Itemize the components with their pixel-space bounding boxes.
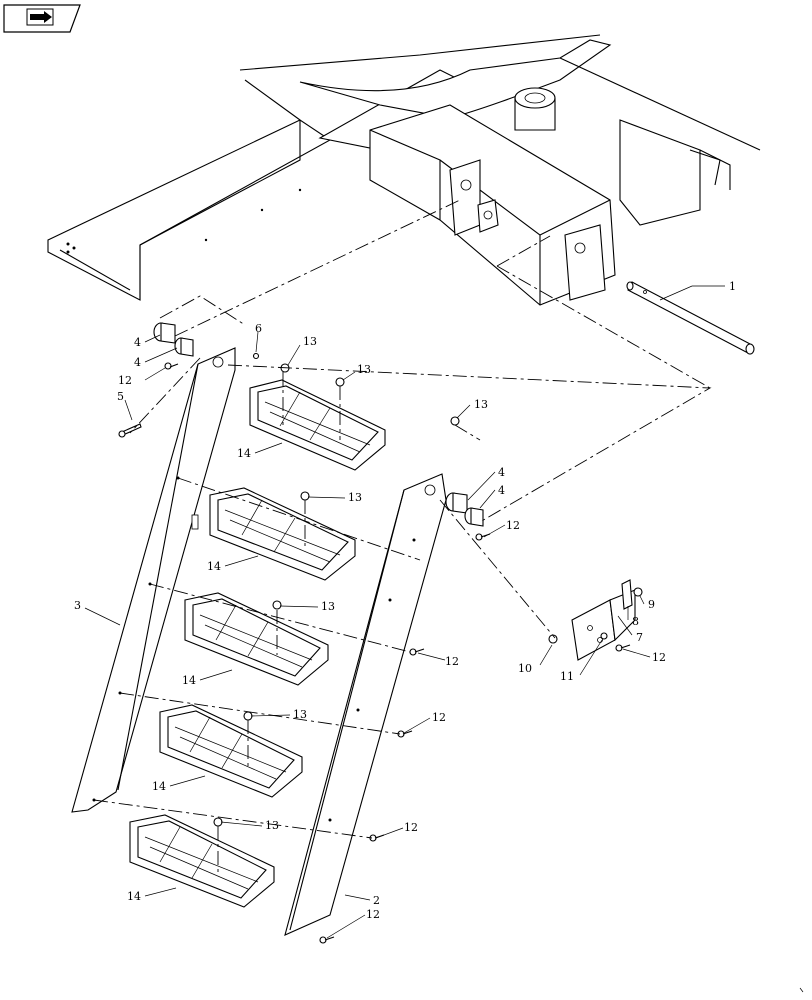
right-ladder-rail bbox=[284, 473, 447, 936]
step-tread-3 bbox=[184, 592, 329, 686]
callout-12: 12 bbox=[432, 711, 446, 724]
callout-13: 13 bbox=[303, 335, 317, 348]
return-arrow-icon bbox=[26, 8, 54, 26]
callout-12: 12 bbox=[506, 519, 520, 532]
assembly-lines bbox=[93, 199, 712, 875]
machine-frame bbox=[47, 34, 761, 306]
callout-8: 8 bbox=[632, 615, 639, 628]
callout-14: 14 bbox=[127, 890, 141, 903]
back-button[interactable] bbox=[3, 4, 81, 33]
left-ladder-rail bbox=[71, 347, 236, 813]
callout-3: 3 bbox=[74, 599, 81, 612]
callout-4: 4 bbox=[134, 356, 141, 369]
callout-13: 13 bbox=[293, 708, 307, 721]
pivot-pin bbox=[626, 281, 755, 355]
callout-12: 12 bbox=[118, 374, 132, 387]
callout-14: 14 bbox=[237, 447, 251, 460]
callout-13: 13 bbox=[265, 819, 279, 832]
bolt-long-5 bbox=[118, 423, 142, 438]
step-tread-4 bbox=[159, 704, 303, 798]
callout-4: 4 bbox=[498, 466, 505, 479]
callout-5: 5 bbox=[117, 390, 124, 403]
callout-13: 13 bbox=[474, 398, 488, 411]
callout-1: 1 bbox=[729, 280, 736, 293]
callout-13: 13 bbox=[321, 600, 335, 613]
leader-lines bbox=[84, 285, 725, 939]
nuts bbox=[213, 352, 460, 827]
callout-13: 13 bbox=[357, 363, 371, 376]
mounting-bracket bbox=[548, 579, 643, 661]
callout-11: 11 bbox=[560, 670, 574, 683]
callout-14: 14 bbox=[207, 560, 221, 573]
step-tread-5 bbox=[129, 814, 275, 908]
callout-12: 12 bbox=[366, 908, 380, 921]
callout-13: 13 bbox=[348, 491, 362, 504]
callout-12: 12 bbox=[652, 651, 666, 664]
callout-10: 10 bbox=[518, 662, 532, 675]
step-tread-2 bbox=[209, 487, 356, 581]
callout-labels: 1 2 3 4 4 4 4 5 6 7 8 9 10 11 12 12 12 1… bbox=[74, 280, 736, 921]
callout-6: 6 bbox=[255, 322, 262, 335]
callout-14: 14 bbox=[182, 674, 196, 687]
callout-14: 14 bbox=[152, 780, 166, 793]
step-tread-1 bbox=[249, 379, 386, 471]
callout-12: 12 bbox=[404, 821, 418, 834]
callout-4: 4 bbox=[134, 336, 141, 349]
callout-7: 7 bbox=[636, 631, 643, 644]
callout-4: 4 bbox=[498, 484, 505, 497]
callout-2: 2 bbox=[373, 894, 380, 907]
bushings-left bbox=[153, 322, 194, 357]
callout-9: 9 bbox=[648, 598, 655, 611]
bushings-right bbox=[445, 492, 484, 527]
corner-mark bbox=[799, 987, 804, 993]
callout-12: 12 bbox=[445, 655, 459, 668]
